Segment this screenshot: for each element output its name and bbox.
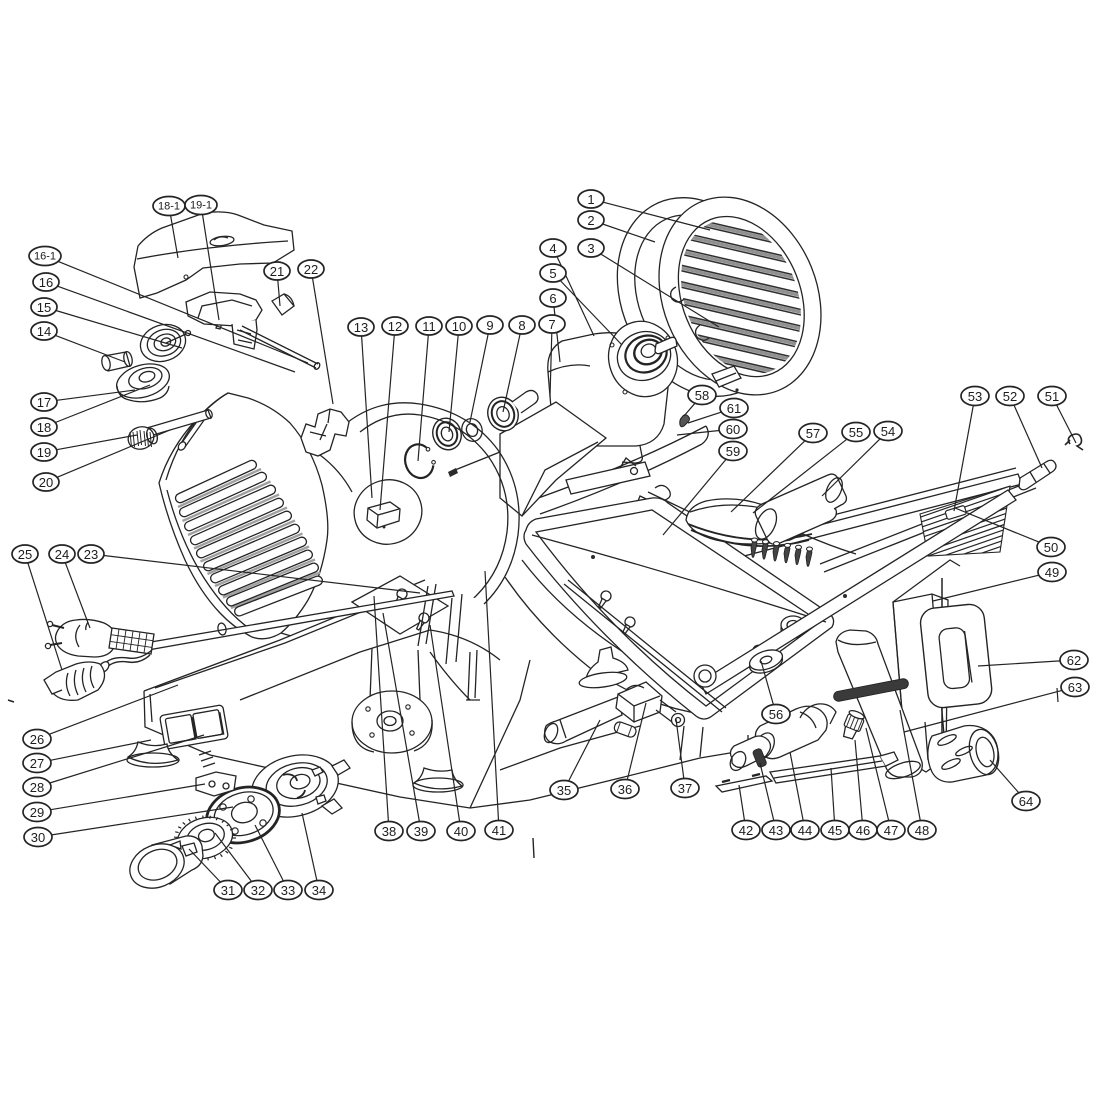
svg-text:44: 44 — [798, 823, 812, 838]
svg-text:33: 33 — [281, 883, 295, 898]
svg-text:16: 16 — [39, 275, 53, 290]
svg-text:26: 26 — [30, 732, 44, 747]
svg-text:48: 48 — [915, 823, 929, 838]
svg-text:20: 20 — [39, 475, 53, 490]
svg-text:30: 30 — [31, 830, 45, 845]
svg-text:63: 63 — [1068, 680, 1082, 695]
svg-text:35: 35 — [557, 783, 571, 798]
svg-text:53: 53 — [968, 389, 982, 404]
svg-text:19: 19 — [37, 445, 51, 460]
svg-text:27: 27 — [30, 756, 44, 771]
svg-text:55: 55 — [849, 425, 863, 440]
svg-text:37: 37 — [678, 781, 692, 796]
svg-text:58: 58 — [695, 388, 709, 403]
svg-text:64: 64 — [1019, 794, 1033, 809]
svg-text:62: 62 — [1067, 653, 1081, 668]
svg-text:18-1: 18-1 — [158, 201, 180, 213]
svg-text:51: 51 — [1045, 389, 1059, 404]
svg-text:4: 4 — [549, 241, 556, 256]
svg-text:25: 25 — [18, 547, 32, 562]
svg-text:32: 32 — [251, 883, 265, 898]
svg-text:15: 15 — [37, 300, 51, 315]
svg-text:5: 5 — [549, 266, 556, 281]
svg-text:3: 3 — [587, 241, 594, 256]
svg-text:54: 54 — [881, 424, 895, 439]
svg-text:11: 11 — [422, 319, 436, 334]
svg-text:2: 2 — [587, 213, 594, 228]
svg-text:17: 17 — [37, 395, 51, 410]
svg-text:29: 29 — [30, 805, 44, 820]
svg-text:45: 45 — [828, 823, 842, 838]
svg-text:13: 13 — [354, 320, 368, 335]
svg-text:46: 46 — [856, 823, 870, 838]
svg-text:19-1: 19-1 — [190, 200, 212, 212]
svg-text:23: 23 — [84, 547, 98, 562]
svg-text:9: 9 — [486, 318, 493, 333]
svg-text:12: 12 — [388, 319, 402, 334]
svg-text:34: 34 — [312, 883, 326, 898]
svg-text:28: 28 — [30, 780, 44, 795]
svg-text:49: 49 — [1045, 565, 1059, 580]
svg-text:6: 6 — [549, 291, 556, 306]
svg-text:41: 41 — [492, 823, 506, 838]
svg-text:47: 47 — [884, 823, 898, 838]
svg-text:8: 8 — [518, 318, 525, 333]
svg-text:52: 52 — [1003, 389, 1017, 404]
svg-text:22: 22 — [304, 262, 318, 277]
svg-text:31: 31 — [221, 883, 235, 898]
svg-text:21: 21 — [270, 264, 284, 279]
svg-text:16-1: 16-1 — [34, 251, 56, 263]
svg-text:60: 60 — [726, 422, 740, 437]
svg-text:14: 14 — [37, 324, 51, 339]
svg-text:61: 61 — [727, 401, 741, 416]
svg-text:1: 1 — [587, 192, 594, 207]
svg-text:40: 40 — [454, 824, 468, 839]
svg-text:57: 57 — [806, 426, 820, 441]
svg-text:50: 50 — [1044, 540, 1058, 555]
svg-text:38: 38 — [382, 824, 396, 839]
svg-text:39: 39 — [414, 824, 428, 839]
svg-text:7: 7 — [548, 317, 555, 332]
svg-text:43: 43 — [769, 823, 783, 838]
svg-text:24: 24 — [55, 547, 69, 562]
svg-text:59: 59 — [726, 444, 740, 459]
svg-text:36: 36 — [618, 782, 632, 797]
svg-text:42: 42 — [739, 823, 753, 838]
svg-text:56: 56 — [769, 707, 783, 722]
svg-text:18: 18 — [37, 420, 51, 435]
svg-text:10: 10 — [452, 319, 466, 334]
